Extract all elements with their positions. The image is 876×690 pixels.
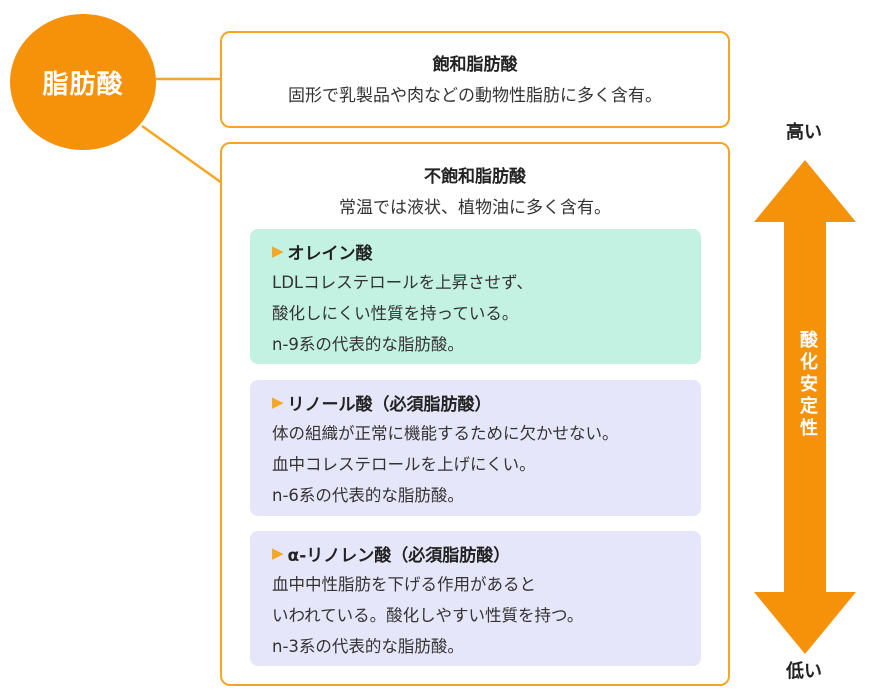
card-title: オレイン酸 (287, 243, 373, 264)
card-header: ▶ リノール酸（必須脂肪酸） (272, 390, 701, 415)
scale-high-label: 高い (786, 122, 822, 143)
card-title: α-リノレン酸（必須脂肪酸） (287, 545, 511, 566)
unsaturated-title: 不飽和脂肪酸 (424, 167, 526, 187)
card-oleic-acid: ▶ オレイン酸 LDLコレステロールを上昇させず、 酸化しにくい性質を持っている… (250, 229, 701, 364)
saturated-title: 飽和脂肪酸 (432, 55, 518, 75)
unsaturated-description: 常温では液状、植物油に多く含有。 (339, 198, 611, 218)
unsaturated-fatty-acid-box: 不飽和脂肪酸 常温では液状、植物油に多く含有。 ▶ オレイン酸 LDLコレステロ… (220, 142, 730, 686)
card-line: n-3系の代表的な脂肪酸。 (272, 637, 464, 656)
card-title: リノール酸（必須脂肪酸） (287, 394, 492, 415)
double-headed-arrow-icon (754, 160, 856, 654)
card-linoleic-acid: ▶ リノール酸（必須脂肪酸） 体の組織が正常に機能するために欠かせない。 血中コ… (250, 380, 701, 516)
triangle-bullet-icon: ▶ (272, 242, 284, 260)
oxidation-stability-label: 酸化安定性 (797, 330, 818, 440)
triangle-bullet-icon: ▶ (272, 393, 284, 411)
card-line: 血中中性脂肪を下げる作用があると (272, 575, 536, 594)
saturated-description: 固形で乳製品や肉などの動物性脂肪に多く含有。 (288, 86, 662, 106)
card-line: 血中コレステロールを上げにくい。 (272, 455, 536, 474)
saturated-fatty-acid-box: 飽和脂肪酸 固形で乳製品や肉などの動物性脂肪に多く含有。 (220, 31, 730, 128)
card-line: いわれている。酸化しやすい性質を持つ。 (272, 606, 584, 625)
connector-to-unsaturated (141, 124, 223, 185)
card-line: 体の組織が正常に機能するために欠かせない。 (272, 424, 619, 443)
card-line: LDLコレステロールを上昇させず、 (272, 273, 533, 292)
root-label: 脂肪酸 (42, 69, 124, 100)
card-alpha-linolenic-acid: ▶ α-リノレン酸（必須脂肪酸） 血中中性脂肪を下げる作用があると いわれている… (250, 531, 701, 666)
card-line: 酸化しにくい性質を持っている。 (272, 304, 519, 323)
card-line: n-6系の代表的な脂肪酸。 (272, 486, 464, 505)
card-line: n-9系の代表的な脂肪酸。 (272, 335, 464, 354)
card-header: ▶ オレイン酸 (272, 239, 701, 264)
triangle-bullet-icon: ▶ (272, 544, 284, 562)
fatty-acid-root-node: 脂肪酸 (10, 14, 156, 150)
scale-low-label: 低い (786, 661, 822, 682)
card-header: ▶ α-リノレン酸（必須脂肪酸） (272, 541, 701, 566)
